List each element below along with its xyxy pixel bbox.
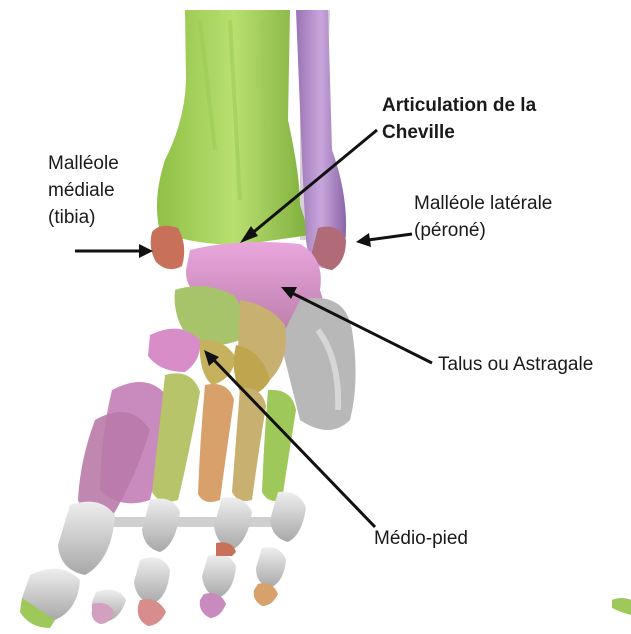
stray-shape: [612, 598, 631, 615]
label-malleole-laterale: Malléole latérale (péroné): [414, 190, 552, 244]
label-malleole-mediale: Malléole médiale (tibia): [48, 150, 119, 231]
medial-malleolus-shape: [151, 226, 185, 269]
metatarsal-3: [198, 384, 234, 502]
cuneiform-shape: [148, 329, 200, 372]
metatarsal-4: [232, 388, 266, 501]
phalanges-group: [20, 492, 306, 628]
arrow-malleole-laterale: [368, 234, 412, 240]
metatarsal-5: [262, 390, 296, 501]
label-medio-pied: Médio-pied: [374, 525, 468, 552]
label-articulation-cheville: Articulation de la Cheville: [382, 92, 536, 146]
tibia-bone: [157, 10, 310, 245]
connector-rod: [100, 517, 280, 527]
label-talus-astragale: Talus ou Astragale: [438, 351, 593, 378]
